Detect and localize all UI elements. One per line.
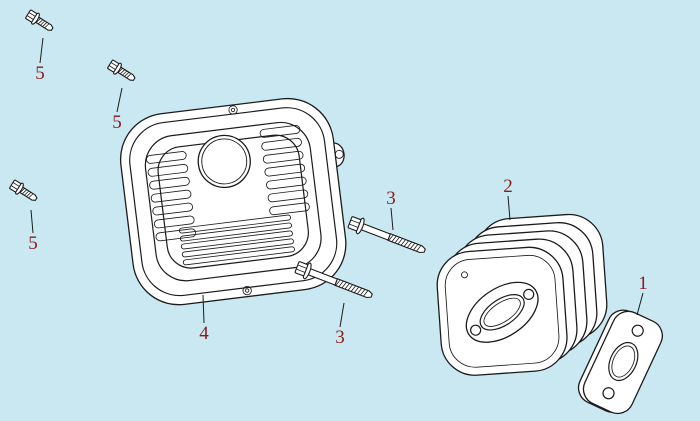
flange-plate [465, 281, 539, 343]
cover-screw-hole-top [228, 105, 238, 115]
bolt-part-upper [346, 213, 429, 259]
louver-slot [155, 228, 197, 242]
leader-line-bolt-upper [390, 207, 394, 231]
part-label-5-top: 5 [35, 63, 45, 84]
part-label-5-left: 5 [28, 233, 38, 254]
cover-outer-flange [119, 97, 347, 306]
louver-slot [152, 202, 193, 216]
screw-part-top [24, 8, 57, 35]
muffler-front-panel-line [444, 254, 560, 368]
leader-line-cover [202, 294, 205, 324]
louver-slot [147, 163, 189, 177]
cover-exhaust-hole-inner [201, 138, 248, 185]
muffler-cover-part [119, 97, 347, 306]
leader-line-gasket [636, 292, 644, 316]
grille-slat [181, 238, 294, 258]
part-label-1: 1 [638, 273, 648, 294]
cover-louvers-right [259, 125, 310, 216]
flange-bolt-hole [470, 324, 482, 336]
leader-line-bolt-lower [339, 302, 345, 328]
grille-slat [180, 230, 293, 250]
louver-slot [269, 202, 310, 216]
louver-slot [153, 215, 195, 229]
cover-pan-opening [144, 121, 322, 282]
gasket-port-inner [611, 345, 636, 378]
louver-slot [264, 163, 306, 177]
part-label-3-lower: 3 [335, 327, 345, 348]
muffler-pilot-hole [461, 271, 468, 279]
gasket-plate [582, 310, 663, 415]
screw-part-left [8, 178, 41, 205]
gasket-port-outer [608, 341, 639, 382]
grille-slat [179, 222, 292, 242]
outlet-oval-outer [479, 294, 525, 331]
part-label-3-upper: 3 [386, 188, 396, 209]
part-label-4: 4 [199, 323, 209, 344]
leader-line-screw-top [39, 37, 44, 64]
cover-exhaust-hole [197, 134, 251, 189]
gasket-part [577, 309, 663, 415]
leader-line-screw-left [30, 209, 34, 234]
muffler-part [436, 213, 608, 376]
muffler-outlet-flange [465, 281, 539, 343]
cover-screw-hole-bottom [242, 285, 252, 296]
flange-bolt-hole [523, 288, 535, 300]
louver-slot [267, 189, 309, 203]
leader-line-muffler [507, 195, 511, 221]
louver-slot [146, 151, 187, 164]
louver-slot [150, 189, 192, 203]
grille-slat [182, 246, 295, 266]
leader-line-screw-mid [116, 87, 123, 113]
cover-louvers-left [146, 151, 197, 242]
gasket-bolt-hole [631, 324, 644, 337]
louver-slot [149, 176, 190, 190]
screw-part-mid [106, 58, 139, 85]
grille-slat [178, 214, 291, 234]
louver-slot [259, 125, 301, 138]
louver-slot [262, 150, 304, 164]
part-label-2: 2 [503, 176, 513, 197]
cover-bottom-grille [178, 214, 295, 266]
louver-slot [266, 176, 307, 190]
part-label-5-mid: 5 [112, 112, 122, 133]
gasket-bolt-hole [602, 387, 615, 400]
louver-slot [261, 137, 302, 151]
outlet-oval-inner [483, 297, 521, 327]
